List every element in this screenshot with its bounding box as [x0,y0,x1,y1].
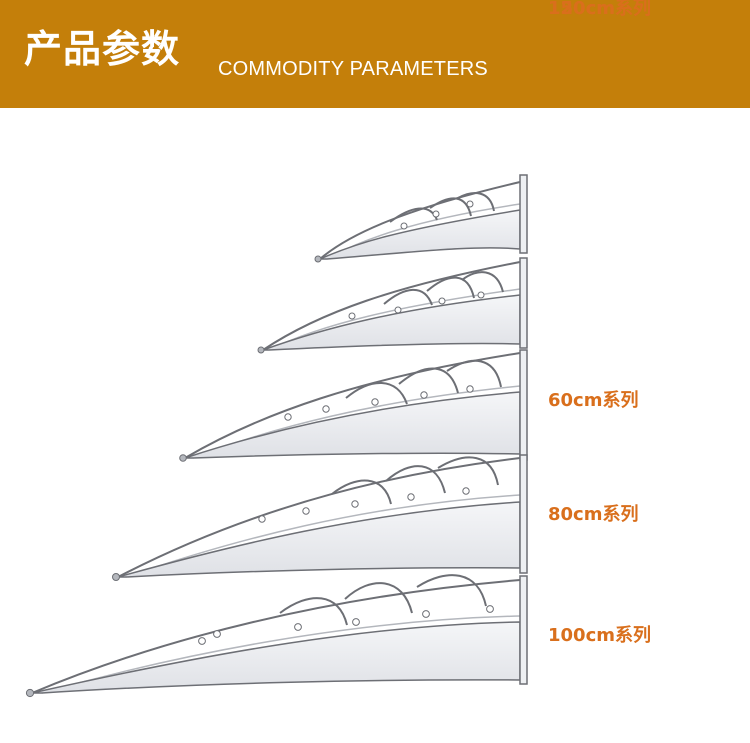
bracket-80cm [257,257,528,354]
bracket-150cm [25,574,528,698]
label-150cm-series: 150cm系列 [548,0,651,19]
header-title-cn: 产品参数 [24,27,181,71]
bracket-stage [0,108,750,743]
bracket-100cm [179,349,528,462]
header-band: 产品参数 COMMODITY PARAMETERS [0,0,750,108]
bracket-120cm [112,454,528,581]
header-title-en: COMMODITY PARAMETERS [218,58,488,80]
label-120cm-series: 120cm系列 [548,0,651,19]
bracket-illustration [25,174,528,698]
label-80cm-series: 80cm系列 [548,504,639,525]
bracket-60cm [314,174,528,263]
label-100cm-series: 100cm系列 [548,625,651,646]
label-60cm-series: 60cm系列 [548,390,639,411]
